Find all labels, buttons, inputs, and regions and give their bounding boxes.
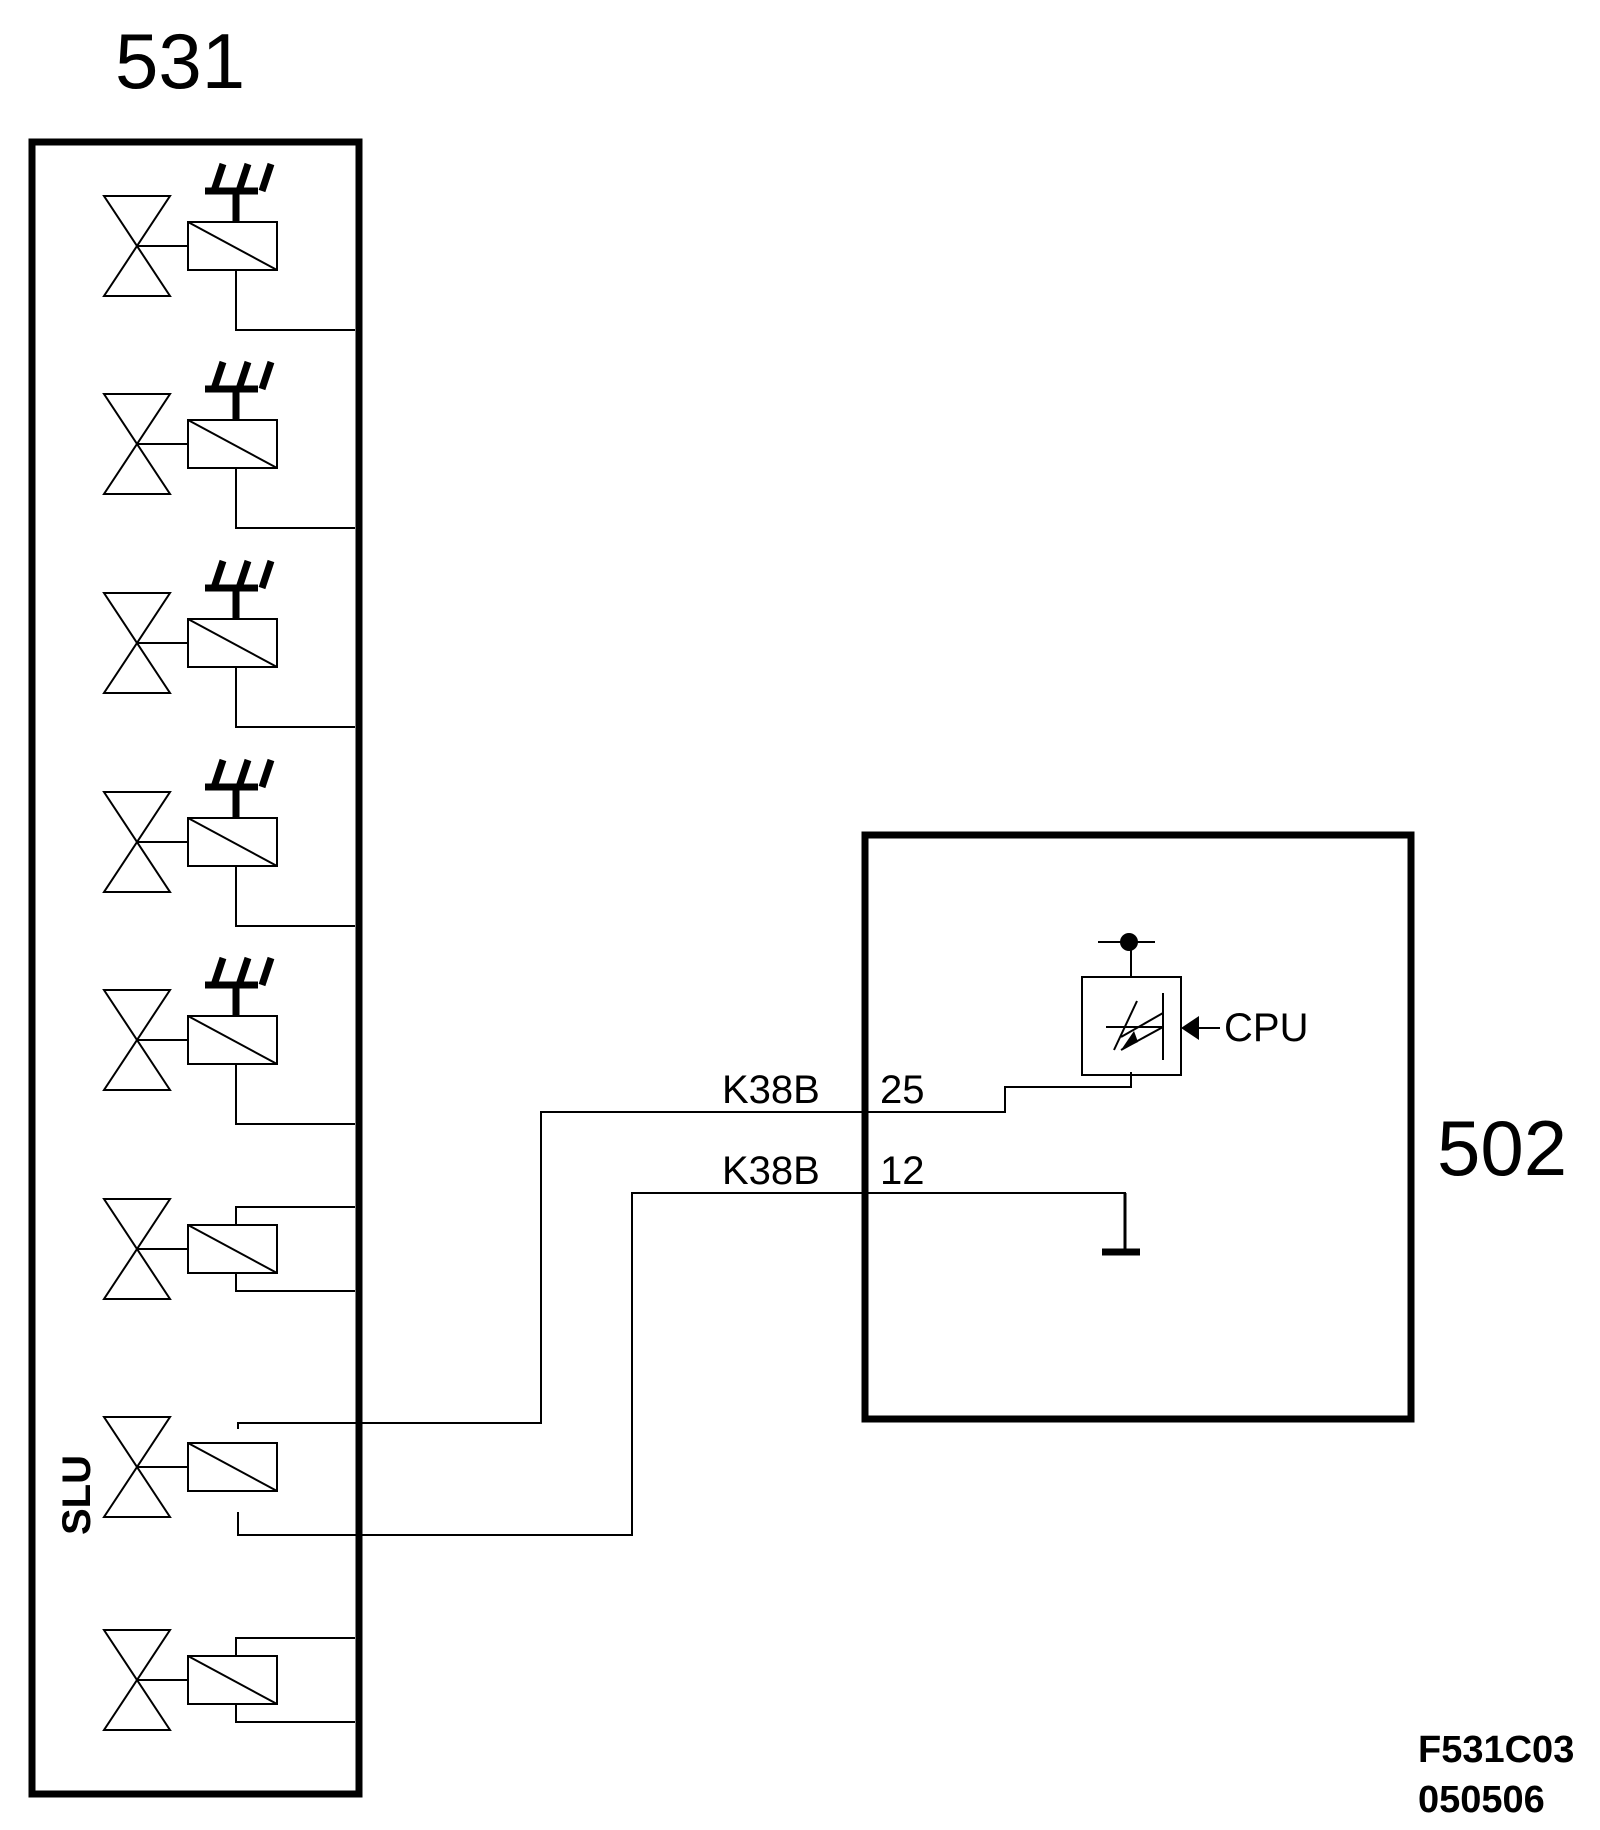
valve-icon <box>102 195 172 297</box>
coil-icon <box>137 419 278 469</box>
module-502-box <box>861 831 1415 1423</box>
coil-wire-top <box>235 1206 355 1225</box>
solenoid-valve-6 <box>102 1198 355 1300</box>
solenoid-valve-2 <box>102 360 355 529</box>
coil-wire-top <box>235 1637 355 1656</box>
solenoid-valve-7 <box>102 1416 278 1518</box>
coil-wire-bottom <box>235 1704 355 1723</box>
solenoid-valve-8 <box>102 1629 355 1731</box>
coil-icon <box>137 221 278 271</box>
variable-marker-icon <box>205 758 275 818</box>
valve-icon <box>102 791 172 893</box>
coil-icon <box>137 1442 278 1492</box>
coil-wire <box>235 270 355 331</box>
figure-date: 050506 <box>1418 1779 1545 1821</box>
valve-icon <box>102 1416 172 1518</box>
module-502-label: 502 <box>1437 1104 1567 1192</box>
wire-label-connector-2: K38B <box>722 1149 820 1193</box>
solenoid-valve-4 <box>102 758 355 927</box>
solenoid-valve-5 <box>102 956 355 1125</box>
coil-wire <box>235 1064 355 1125</box>
variable-marker-icon <box>205 360 275 420</box>
valve-icon <box>102 1198 172 1300</box>
coil-wire <box>235 667 355 728</box>
slu-label: SLU <box>55 1455 99 1535</box>
coil-icon <box>137 1655 278 1705</box>
valve-icon <box>102 989 172 1091</box>
transistor-icon <box>1081 976 1182 1076</box>
wire-pin-25 <box>237 1072 1132 1429</box>
coil-icon <box>137 817 278 867</box>
coil-wire <box>235 866 355 927</box>
cpu-arrow-icon <box>1181 1016 1199 1040</box>
valve-icon <box>102 393 172 495</box>
variable-marker-icon <box>205 559 275 619</box>
valve-icon <box>102 592 172 694</box>
supply-dot-icon <box>1120 933 1138 951</box>
variable-marker-icon <box>205 956 275 1016</box>
variable-marker-icon <box>205 162 275 222</box>
solenoid-valves-group <box>102 162 355 1731</box>
module-531-label: 531 <box>115 17 245 105</box>
wire-pin-12 <box>237 1192 1126 1536</box>
coil-icon <box>137 1224 278 1274</box>
valve-icon <box>102 1629 172 1731</box>
wire-label-pin-1: 25 <box>880 1068 925 1112</box>
coil-icon <box>137 618 278 668</box>
solenoid-valve-3 <box>102 559 355 728</box>
solenoid-valve-1 <box>102 162 355 331</box>
module-531-box <box>28 138 363 1798</box>
figure-code: F531C03 <box>1418 1729 1574 1771</box>
wire-label-connector-1: K38B <box>722 1068 820 1112</box>
wire-label-pin-2: 12 <box>880 1149 925 1193</box>
cpu-label: CPU <box>1224 1006 1308 1050</box>
coil-wire-bottom <box>235 1273 355 1292</box>
coil-icon <box>137 1015 278 1065</box>
coil-wire <box>235 468 355 529</box>
